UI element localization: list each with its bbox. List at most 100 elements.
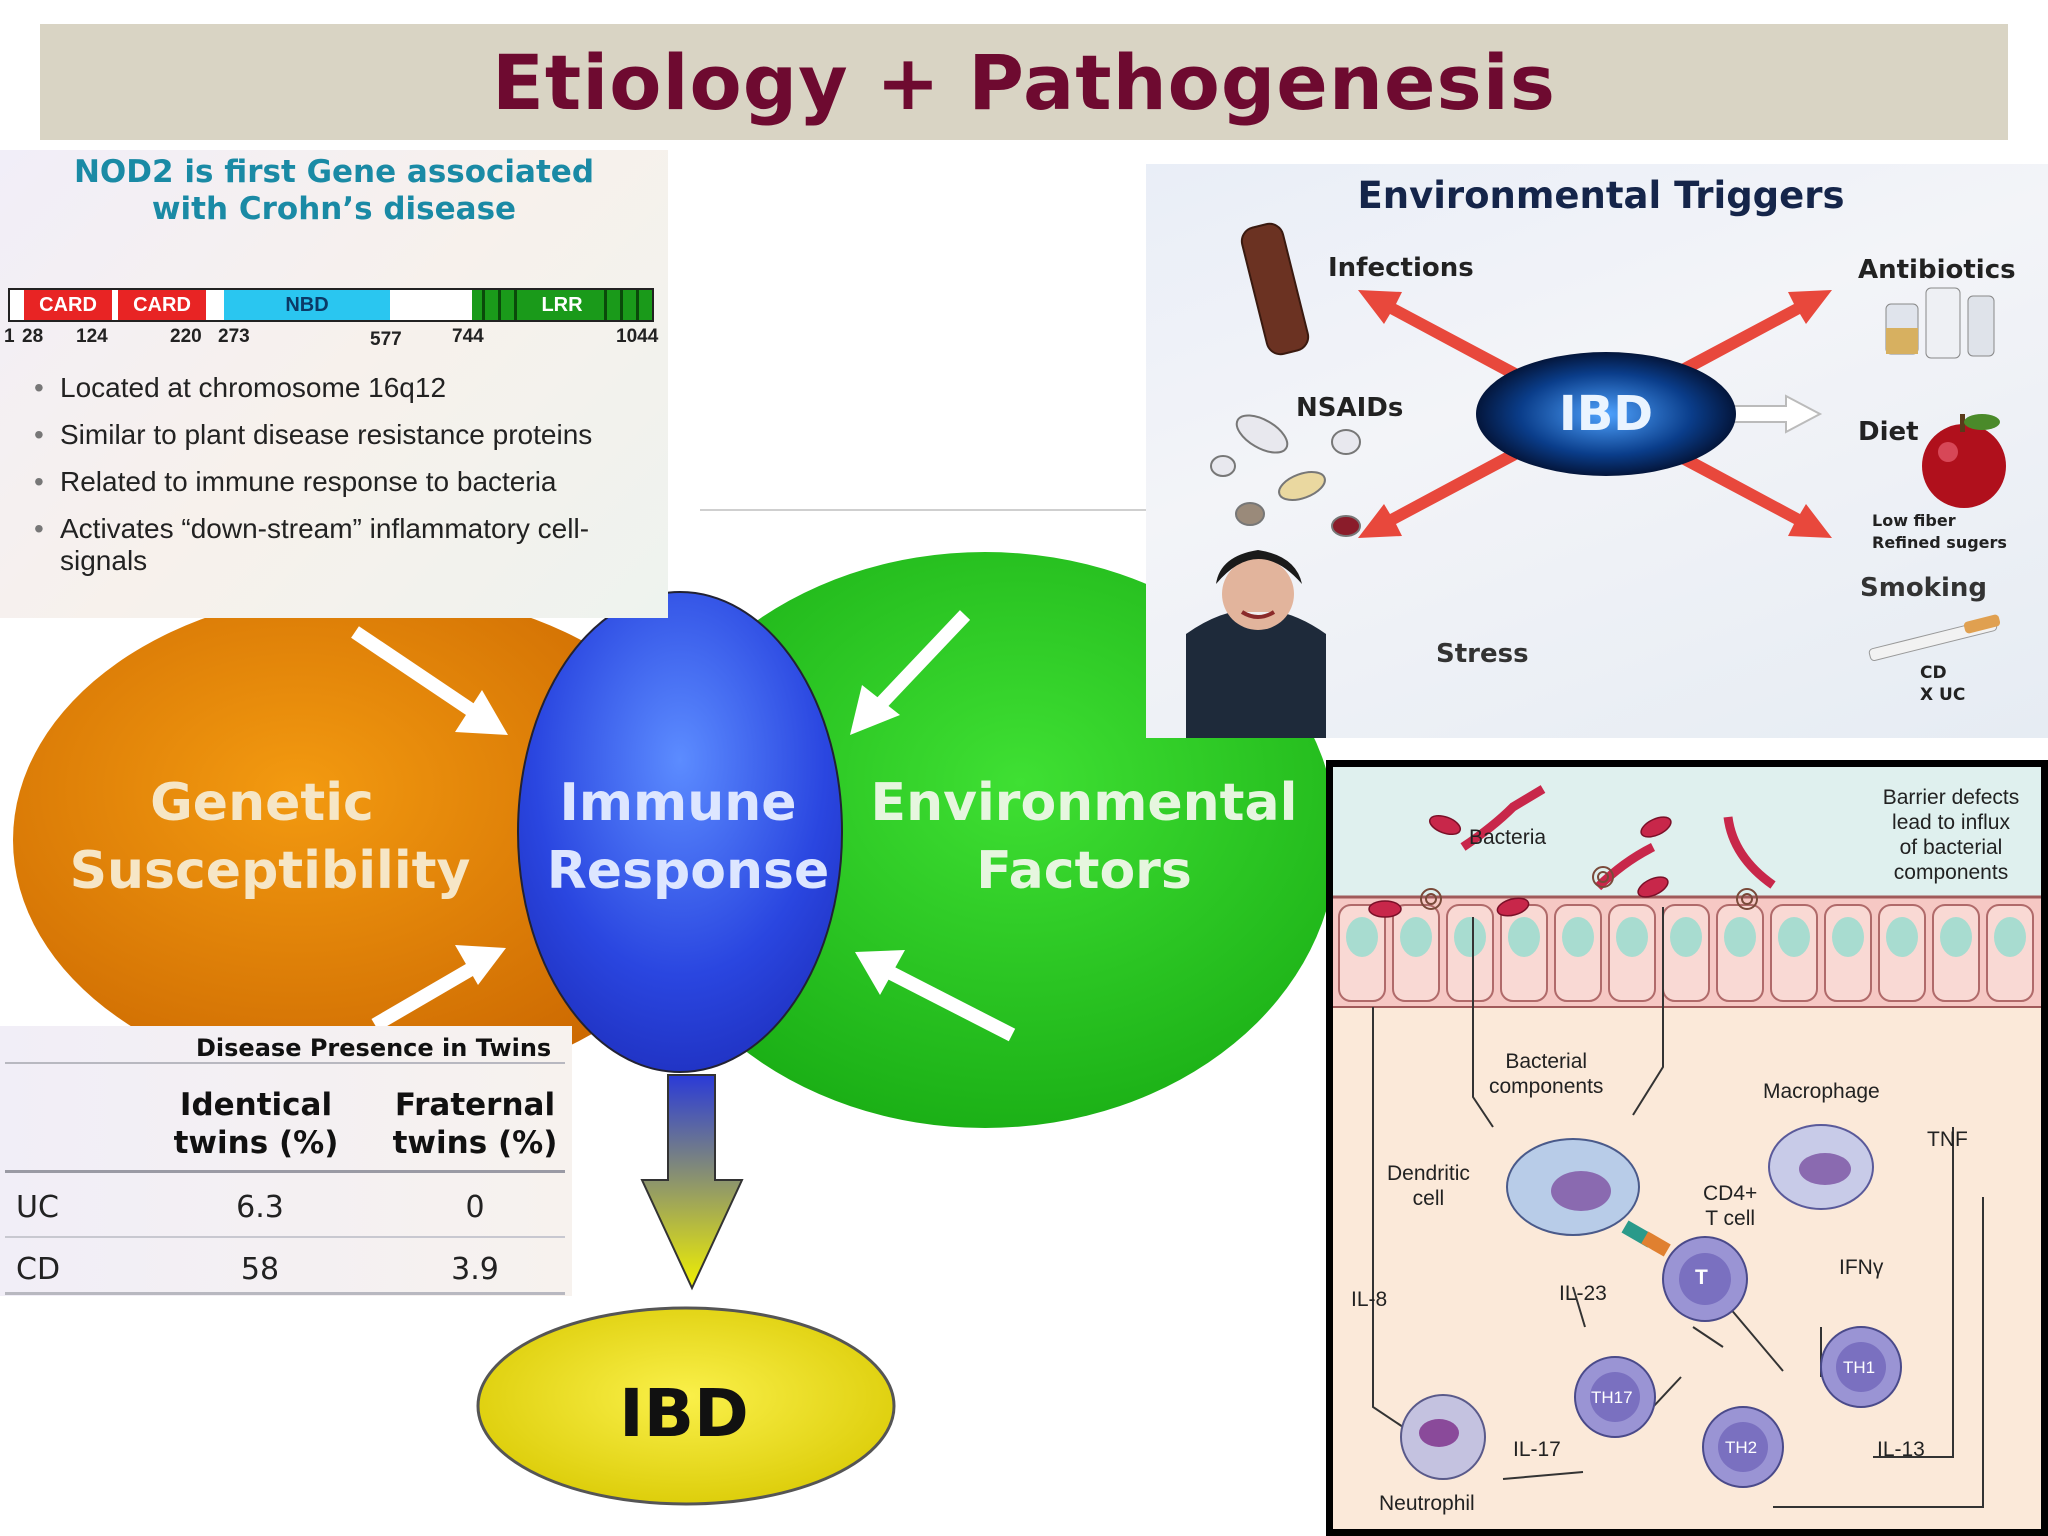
arrow-icon	[1358, 290, 1832, 538]
epithelial-granules	[1508, 917, 1540, 957]
t-cell-icon	[1662, 1236, 1748, 1322]
ibd-circle	[476, 1306, 896, 1506]
epithelial-granules	[1832, 917, 1864, 957]
dendritic-cell-label: Dendritic cell	[1387, 1161, 1470, 1211]
page-title: Etiology + Pathogenesis	[491, 37, 1557, 127]
column-header: Fraternal twins (%)	[380, 1086, 570, 1162]
table-cell: 58	[240, 1252, 280, 1287]
neutrophil-label: Neutrophil	[1379, 1492, 1475, 1515]
divider	[5, 1170, 565, 1173]
nod2-title: NOD2 is first Gene associated with Crohn…	[0, 154, 668, 228]
pill-icon	[1210, 414, 1361, 537]
twins-table	[0, 1026, 572, 1296]
arrow-icon	[351, 610, 1016, 1042]
card-domain: CARD	[24, 290, 112, 320]
smoking-note-2: X UC	[1920, 685, 1965, 705]
barrier-label-line: Barrier defects	[1882, 786, 2020, 809]
epithelial-granules	[1940, 917, 1972, 957]
label-line: Dendritic	[1387, 1162, 1470, 1185]
env-title: Environmental Triggers	[1357, 174, 1844, 217]
barrier-label-line: of bacterial	[1899, 836, 2003, 859]
twins-table-title: Disease Presence in Twins	[196, 1034, 552, 1062]
th2-cell-icon	[1702, 1406, 1784, 1488]
epithelial-granules	[1616, 917, 1648, 957]
divider	[5, 1292, 565, 1295]
infections-label: Infections	[1328, 253, 1474, 283]
immune-circle	[517, 591, 843, 1073]
bacteria-label: Bacteria	[1469, 826, 1547, 849]
epithelial-granules	[1562, 917, 1594, 957]
environmental-triggers-graphic: Environmental Triggers IBD Infections An…	[1186, 174, 2016, 738]
position-label: 220	[170, 326, 202, 347]
dendritic-cell-icon	[1506, 1138, 1640, 1236]
env-center-label: IBD	[1559, 386, 1653, 442]
cigarette-icon	[1868, 614, 2001, 661]
epithelial-granules	[1400, 917, 1432, 957]
environmental-triggers-panel: Environmental Triggers IBD Infections An…	[1146, 164, 2048, 738]
list-item: Related to immune response to bacteria	[30, 466, 660, 498]
list-item: Similar to plant disease resistance prot…	[30, 419, 660, 451]
column-header-line: twins (%)	[173, 1125, 339, 1161]
label-line: T cell	[1705, 1207, 1756, 1230]
stressed-person-icon	[1186, 550, 1326, 738]
stress-label: Stress	[1436, 639, 1529, 669]
pathogenesis-graphic	[1333, 767, 2041, 1508]
bacterial-components-label: Bacterial components	[1489, 1049, 1603, 1099]
diet-note-1: Low fiber	[1872, 511, 1956, 530]
epithelial-granules	[1886, 917, 1918, 957]
epithelial-cells	[1333, 895, 2041, 1008]
nod2-panel: NOD2 is first Gene associated with Crohn…	[0, 150, 668, 618]
row-label: CD	[16, 1252, 61, 1287]
t-cell-label: T	[1695, 1266, 1708, 1289]
diet-note-2: Refined sugers	[1872, 533, 2007, 552]
list-item: Activates “down-stream” inflammatory cel…	[30, 513, 660, 577]
il13-label: IL-13	[1877, 1438, 1925, 1461]
epithelial-granules	[1994, 917, 2026, 957]
position-label: 124	[76, 326, 108, 347]
label-line: cell	[1412, 1187, 1445, 1210]
epithelial-granules	[1454, 917, 1486, 957]
list-item: Located at chromosome 16q12	[30, 372, 660, 404]
nod2-domain-bar: CARD CARD NBD LRR	[8, 288, 654, 322]
il23-label: IL-23	[1559, 1282, 1607, 1305]
epithelial-granules	[1724, 917, 1756, 957]
th2-label: TH2	[1725, 1438, 1758, 1457]
table-cell: 6.3	[236, 1190, 284, 1225]
neutrophil-icon	[1400, 1394, 1486, 1480]
epithelial-granules	[1346, 917, 1378, 957]
nbd-domain: NBD	[224, 290, 390, 320]
macrophage-icon	[1768, 1124, 1874, 1210]
genetic-label-1: Genetic	[150, 773, 374, 833]
row-label: UC	[16, 1190, 59, 1225]
spiral-bacteria-icon	[1420, 866, 1758, 910]
lrr-label: LRR	[541, 294, 583, 316]
position-label: 28	[22, 326, 44, 347]
pathogenesis-panel: Bacteria Barrier defects lead to influx …	[1326, 760, 2048, 1536]
barrier-label: Barrier defects lead to influx of bacter…	[1861, 785, 2041, 885]
epithelial-granules	[1778, 917, 1810, 957]
immune-label-1: Immune	[559, 773, 796, 833]
th17-label: TH17	[1591, 1388, 1633, 1407]
card-domain: CARD	[118, 290, 206, 320]
antibiotics-label: Antibiotics	[1858, 255, 2016, 285]
macrophage-label: Macrophage	[1763, 1080, 1880, 1103]
label-line: components	[1489, 1075, 1604, 1098]
apple-icon	[1922, 414, 2006, 508]
ibd-label: IBD	[619, 1375, 749, 1452]
lrr-domain: LRR	[472, 290, 652, 320]
environmental-label-2: Factors	[976, 841, 1192, 901]
column-header-line: twins (%)	[392, 1125, 558, 1161]
th1-cell-icon	[1820, 1326, 1902, 1408]
position-label: 577	[370, 329, 402, 350]
receptor-icon	[1621, 1220, 1671, 1257]
nod2-title-line: NOD2 is first Gene associated	[73, 154, 595, 190]
position-label: 273	[218, 326, 250, 347]
column-header-line: Identical	[179, 1087, 333, 1123]
position-label: 744	[452, 326, 484, 347]
il17-label: IL-17	[1513, 1438, 1561, 1461]
label-line: CD4+	[1703, 1182, 1758, 1205]
nod2-title-line: with Crohn’s disease	[151, 191, 517, 227]
tnf-label: TNF	[1927, 1128, 1968, 1151]
table-cell: 0	[465, 1190, 485, 1225]
position-label: 1	[4, 326, 15, 347]
